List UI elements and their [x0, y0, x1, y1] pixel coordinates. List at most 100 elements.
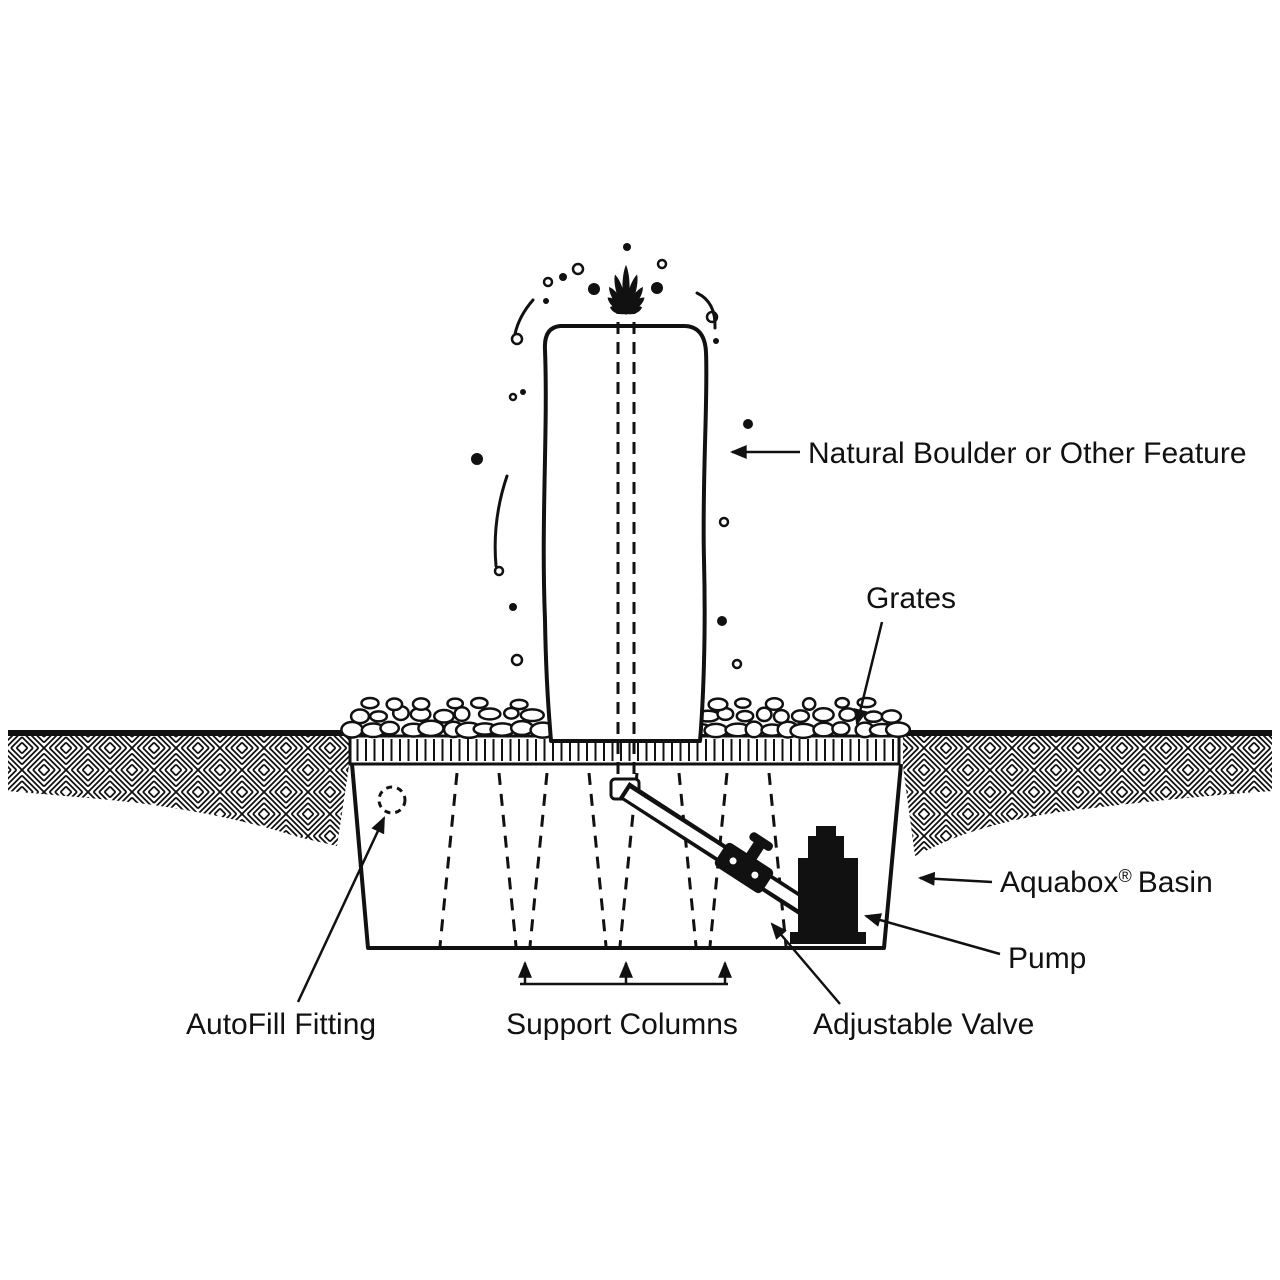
- label-grates: Grates: [866, 582, 956, 615]
- ground-left-texture: [8, 733, 349, 846]
- pebble: [411, 697, 431, 711]
- autofill-arrow: [296, 816, 386, 1003]
- pebble: [735, 709, 755, 723]
- valve-arrow: [770, 922, 841, 1005]
- column-edge: [587, 772, 608, 947]
- ground: [8, 730, 1272, 856]
- label-autofill-fitting: AutoFill Fitting: [186, 1008, 376, 1041]
- pebble: [744, 720, 764, 739]
- pebble: [789, 722, 818, 740]
- pump-arrow: [863, 913, 1001, 956]
- pebble: [379, 720, 401, 736]
- water-arc: [513, 298, 535, 336]
- pebble: [863, 710, 884, 724]
- valve-bolt: [751, 871, 759, 879]
- column-edge: [528, 772, 549, 947]
- pebble: [349, 708, 371, 725]
- water-spray: [471, 243, 753, 670]
- label-support-columns: Support Columns: [506, 1008, 738, 1041]
- water-droplet: [471, 453, 483, 465]
- pebble: [368, 710, 389, 723]
- ground-right-texture: [903, 733, 1272, 856]
- annotations: Natural Boulder or Other Feature Grates …: [186, 437, 1247, 1041]
- pebble: [838, 707, 858, 723]
- water-droplet: [588, 283, 600, 295]
- basin-interior: [352, 764, 901, 948]
- pebble: [812, 707, 835, 723]
- water-bubble: [510, 332, 524, 346]
- column-edge: [677, 772, 698, 947]
- pebble: [755, 706, 773, 723]
- water-droplet: [520, 389, 526, 395]
- water-bubble: [571, 262, 585, 276]
- water-burst: [607, 265, 645, 315]
- support-columns-indicator: [518, 960, 732, 986]
- pump-top: [808, 836, 844, 860]
- column-edge: [438, 772, 459, 947]
- pebble: [801, 697, 817, 711]
- water-arc: [695, 291, 717, 330]
- water-droplet: [543, 298, 549, 304]
- pebble: [812, 721, 836, 738]
- water-droplet: [743, 419, 753, 429]
- basin-outline: [350, 763, 903, 950]
- water-droplet: [651, 282, 663, 294]
- pebble: [707, 697, 729, 712]
- pebble: [880, 709, 903, 724]
- water-bubble: [718, 516, 730, 528]
- pebble: [733, 697, 752, 709]
- pump: [790, 826, 866, 944]
- water-bubble: [656, 258, 668, 270]
- valve-bolt: [729, 857, 737, 865]
- pebble: [764, 697, 785, 712]
- water-bubble: [508, 392, 518, 402]
- grate-bars: [356, 739, 894, 761]
- pump-assembly: [609, 777, 866, 944]
- pebble: [834, 696, 851, 709]
- water-arc: [493, 474, 509, 568]
- grates: [348, 734, 901, 766]
- water-droplet: [717, 616, 727, 626]
- water-bubble: [493, 565, 505, 577]
- water-droplet: [713, 338, 719, 344]
- adjustable-valve: [714, 832, 774, 894]
- basin-label-reg: ®: [1118, 866, 1131, 886]
- column-edge: [767, 772, 788, 947]
- basin-label-suffix: Basin: [1138, 866, 1213, 899]
- boulder: [541, 324, 709, 743]
- pebble: [385, 697, 404, 712]
- pebble: [477, 707, 502, 721]
- water-bubble: [731, 658, 743, 670]
- pebble: [433, 708, 455, 724]
- water-droplet: [559, 273, 567, 281]
- pebbles-left: [340, 696, 557, 740]
- pebble: [509, 719, 535, 737]
- supply-pipe: [616, 302, 636, 786]
- pump-base: [790, 932, 866, 944]
- pebbles-right: [687, 696, 912, 740]
- pump-cap: [816, 826, 836, 838]
- label-natural-boulder: Natural Boulder or Other Feature: [808, 437, 1247, 470]
- label-pump: Pump: [1008, 942, 1086, 975]
- basin-label-name: Aquabox: [1000, 866, 1118, 899]
- autofill-fitting: [377, 785, 407, 815]
- pebble: [703, 722, 729, 739]
- pebble: [509, 698, 529, 711]
- water-droplet: [509, 603, 517, 611]
- pebble: [360, 696, 380, 710]
- basin-arrow: [917, 871, 993, 886]
- label-aquabox-basin: Aquabox® Basin: [1000, 866, 1213, 899]
- column-edge: [497, 772, 518, 947]
- pebble: [519, 708, 545, 723]
- pebble: [884, 721, 912, 738]
- pebble: [772, 708, 790, 725]
- pump-body: [798, 858, 858, 942]
- aquabox-basin: [350, 763, 903, 950]
- water-bubble: [542, 276, 554, 288]
- label-adjustable-valve: Adjustable Valve: [813, 1008, 1034, 1041]
- pebble: [446, 697, 465, 710]
- pebble: [469, 696, 489, 710]
- water-droplets: [471, 243, 753, 670]
